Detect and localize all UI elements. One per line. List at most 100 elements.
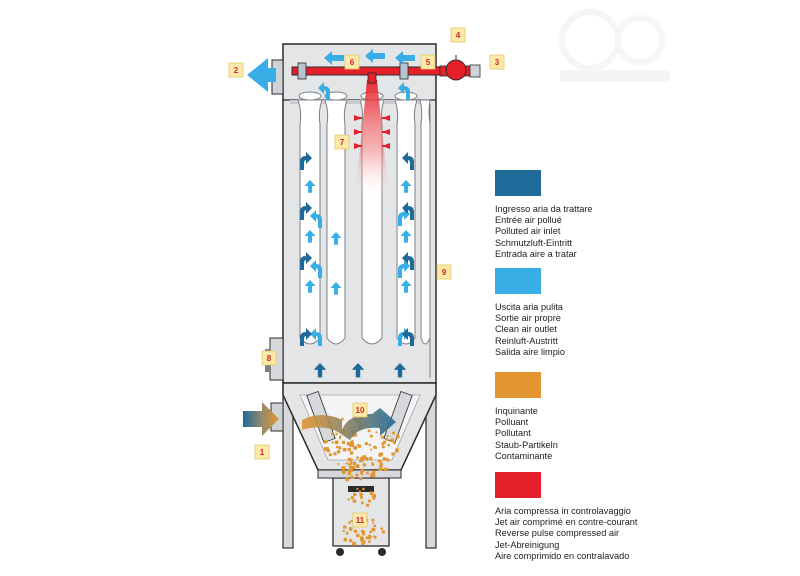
- callout-4: 4: [450, 27, 466, 43]
- pollutant-particle: [382, 440, 386, 444]
- swatch-pollutant: [495, 372, 541, 398]
- pollutant-particle: [356, 533, 360, 538]
- pollutant-particle: [372, 521, 375, 524]
- pollutant-particle: [368, 499, 371, 503]
- pollutant-particle: [328, 453, 332, 457]
- pollutant-particle: [345, 531, 349, 535]
- pollutant-particle: [365, 458, 369, 461]
- swatch-polluted-air: [495, 170, 541, 196]
- clean-air-arrow-icon: [400, 230, 412, 243]
- pollutant-particle: [392, 452, 395, 456]
- pollutant-particle: [349, 465, 353, 469]
- legend-line: Uscita aria pulita: [495, 302, 563, 312]
- pollutant-particle: [363, 463, 367, 467]
- pollutant-particle: [380, 452, 384, 456]
- pollutant-particle: [343, 537, 348, 542]
- pollutant-particle: [361, 501, 364, 505]
- swatch-compressed-air: [495, 472, 541, 498]
- pollutant-particle: [369, 530, 372, 534]
- svg-text:6: 6: [350, 58, 355, 67]
- inflow-curl-arrow-icon: [300, 152, 312, 170]
- hopper-flow-arrow: [302, 408, 396, 440]
- pollutant-particle: [395, 434, 400, 439]
- pollutant-particle: [337, 463, 340, 466]
- pollutant-particle: [360, 496, 363, 499]
- pollutant-particle: [353, 446, 358, 450]
- pollutant-particle: [345, 462, 348, 465]
- pollutant-particle: [360, 456, 364, 460]
- pollutant-particle: [338, 446, 342, 450]
- pollutant-particle: [354, 530, 357, 533]
- pollutant-particle: [374, 536, 377, 539]
- clean-air-curl-arrow-icon: [310, 260, 322, 278]
- pollutant-particle: [350, 475, 354, 479]
- pollutant-particle: [342, 529, 345, 533]
- svg-text:5: 5: [426, 58, 431, 67]
- inflow-arrow-icon: [313, 363, 327, 378]
- pollutant-particle: [334, 440, 339, 445]
- pollutant-particle: [360, 472, 363, 475]
- callout-9: 9: [436, 264, 452, 280]
- pollutant-particle: [341, 466, 346, 471]
- pollutant-particle: [352, 476, 355, 479]
- callout-7: 7: [334, 134, 350, 150]
- pollutant-particle: [355, 464, 360, 468]
- legend-line: Ingresso aria da trattare: [495, 204, 593, 214]
- pollutant-particle: [367, 429, 371, 433]
- svg-text:2: 2: [234, 66, 239, 75]
- inflow-arrow-icon: [351, 363, 365, 378]
- pollutant-particle: [341, 417, 344, 421]
- pollutant-particle: [336, 450, 341, 454]
- pollutant-particle: [369, 491, 374, 496]
- svg-text:3: 3: [495, 58, 500, 67]
- swatch-clean-air: [495, 268, 541, 294]
- pollutant-particle: [395, 448, 399, 453]
- clean-air-arrow-icon: [304, 230, 316, 243]
- legend-line: Jet air comprimé en contre-courant: [495, 517, 638, 528]
- outlet-curl-arrow-icon: [398, 82, 410, 100]
- callout-6: 6: [344, 54, 360, 70]
- legend-line: Clean air outlet: [495, 324, 557, 335]
- pollutant-particle: [387, 443, 390, 447]
- legend-line: Entrée air pollué: [495, 215, 562, 226]
- clean-air-flow-arrows: [304, 49, 415, 346]
- pollutant-particle: [356, 456, 359, 459]
- pollutant-particle: [371, 518, 375, 522]
- pollutant-particle: [342, 447, 347, 452]
- callout-11: 11: [352, 512, 368, 528]
- callout-3: 3: [489, 54, 505, 70]
- legend-line: Pollutant: [495, 428, 531, 439]
- pollutant-particle: [353, 492, 357, 497]
- legend-line: Reverse pulse compressed air: [495, 528, 620, 539]
- pollutant-particle: [381, 445, 385, 449]
- pollutant-particle: [368, 443, 371, 446]
- pollutant-particle: [382, 457, 387, 461]
- callout-5: 5: [420, 54, 436, 70]
- legend-line: Sortie air propre: [495, 313, 561, 324]
- pollutant-particle: [335, 432, 338, 436]
- pollutant-particle: [370, 448, 373, 451]
- inflow-curl-arrow-icon: [300, 202, 312, 220]
- pollutant-particle: [359, 459, 363, 463]
- pollutant-particle: [362, 533, 365, 536]
- pollutant-particle: [349, 451, 354, 455]
- pollutant-particle: [358, 490, 361, 493]
- pollutant-particle: [326, 449, 330, 453]
- legend-line: Inquinante: [495, 406, 538, 416]
- pollutant-particle: [341, 470, 346, 474]
- pollutant-particle: [360, 529, 364, 533]
- pollutant-particle: [386, 434, 389, 437]
- pollutant-particle: [379, 462, 383, 466]
- callout-8: 8: [261, 350, 277, 366]
- clean-air-arrow-icon: [330, 232, 342, 245]
- pollutant-particle: [380, 435, 384, 439]
- pollutant-particle: [381, 530, 385, 534]
- callout-2: 2: [228, 62, 244, 78]
- pollutant-particle: [336, 445, 339, 449]
- legend-line: Schmutzluft-Eintritt: [495, 237, 573, 248]
- solenoid-valve-icon: [439, 55, 481, 81]
- pollutant-particle: [352, 499, 357, 503]
- pollutant-particle: [379, 465, 382, 468]
- pollutant-particle: [331, 432, 334, 436]
